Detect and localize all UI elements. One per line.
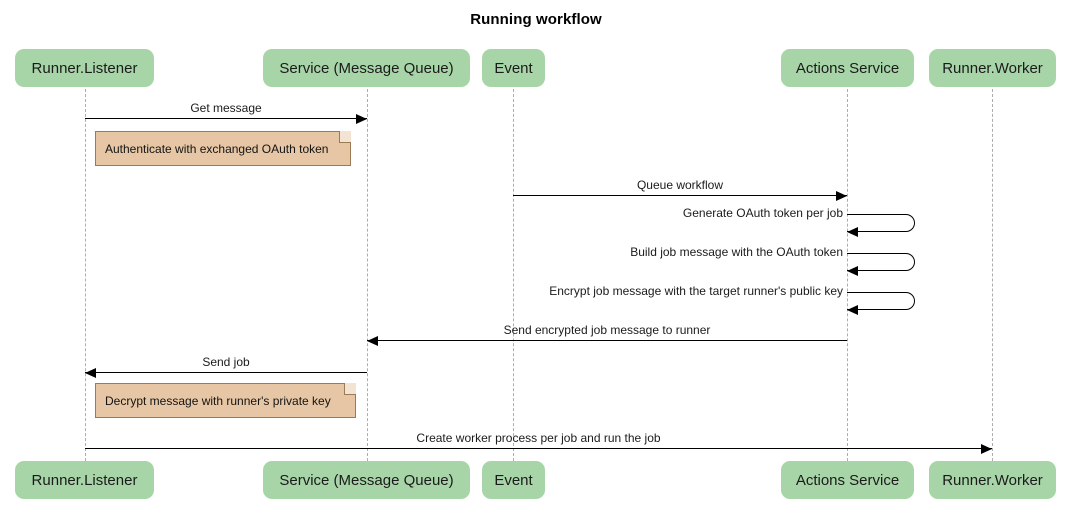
participant-footer-service-queue[interactable]: Service (Message Queue) — [263, 461, 470, 499]
participant-header-actions-service[interactable]: Actions Service — [781, 49, 914, 87]
arrowhead-create-worker-process — [981, 444, 992, 454]
arrowhead-generate-oauth-token — [847, 227, 858, 237]
page-title: Running workflow — [470, 11, 602, 28]
participant-header-service-queue[interactable]: Service (Message Queue) — [263, 49, 470, 87]
participant-footer-event[interactable]: Event — [482, 461, 545, 499]
note-fold-corner-icon — [339, 131, 351, 143]
message-line-send-job — [85, 372, 367, 373]
lifeline-runner-worker — [992, 89, 993, 461]
participant-label: Service (Message Queue) — [279, 471, 454, 489]
participant-label: Runner.Worker — [942, 471, 1043, 489]
arrowhead-build-job-message — [847, 266, 858, 276]
note-authenticate-oauth-note: Authenticate with exchanged OAuth token — [95, 131, 351, 166]
arrowhead-send-encrypted-job-message — [367, 336, 378, 346]
message-label-queue-workflow: Queue workflow — [636, 178, 724, 192]
participant-label: Runner.Listener — [31, 59, 138, 77]
note-fold-corner-icon — [344, 383, 356, 395]
note-text: Authenticate with exchanged OAuth token — [105, 141, 329, 156]
message-label-send-job: Send job — [202, 355, 250, 369]
participant-label: Actions Service — [795, 471, 900, 489]
participant-footer-runner-worker[interactable]: Runner.Worker — [929, 461, 1056, 499]
arrowhead-get-message — [356, 114, 367, 124]
participant-label: Service (Message Queue) — [279, 59, 454, 77]
arrowhead-queue-workflow — [836, 191, 847, 201]
self-message-label-build-job-message: Build job message with the OAuth token — [630, 245, 843, 259]
self-loop-generate-oauth-token — [847, 214, 915, 232]
message-line-queue-workflow — [513, 195, 847, 196]
lifeline-runner-listener — [85, 89, 86, 461]
note-decrypt-message-note: Decrypt message with runner's private ke… — [95, 383, 356, 418]
participant-label: Event — [494, 471, 533, 489]
message-label-send-encrypted-job-message: Send encrypted job message to runner — [503, 323, 711, 337]
message-label-create-worker-process: Create worker process per job and run th… — [416, 431, 661, 445]
arrowhead-encrypt-job-message — [847, 305, 858, 315]
self-message-label-encrypt-job-message: Encrypt job message with the target runn… — [549, 284, 843, 298]
lifeline-service-queue — [367, 89, 368, 461]
participant-header-event[interactable]: Event — [482, 49, 545, 87]
participant-label: Runner.Listener — [31, 471, 138, 489]
message-label-get-message: Get message — [190, 101, 262, 115]
message-line-send-encrypted-job-message — [367, 340, 847, 341]
participant-label: Runner.Worker — [942, 59, 1043, 77]
participant-header-runner-worker[interactable]: Runner.Worker — [929, 49, 1056, 87]
message-line-create-worker-process — [85, 448, 992, 449]
note-text: Decrypt message with runner's private ke… — [105, 393, 331, 408]
self-loop-encrypt-job-message — [847, 292, 915, 310]
participant-footer-runner-listener[interactable]: Runner.Listener — [15, 461, 154, 499]
message-line-get-message — [85, 118, 367, 119]
participant-label: Event — [494, 59, 533, 77]
self-loop-build-job-message — [847, 253, 915, 271]
self-message-label-generate-oauth-token: Generate OAuth token per job — [682, 206, 843, 220]
participant-label: Actions Service — [795, 59, 900, 77]
participant-footer-actions-service[interactable]: Actions Service — [781, 461, 914, 499]
participant-header-runner-listener[interactable]: Runner.Listener — [15, 49, 154, 87]
lifeline-event — [513, 89, 514, 461]
arrowhead-send-job — [85, 368, 96, 378]
